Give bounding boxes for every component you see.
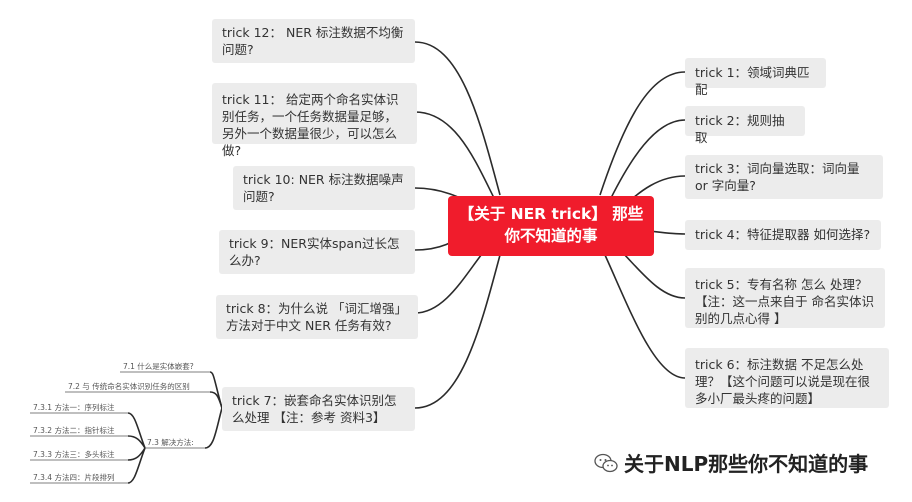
topic-trick-2[interactable]: trick 2：规则抽取 — [685, 106, 805, 145]
branch-line-trick-6 — [604, 254, 686, 379]
branch-line-trick-8 — [414, 249, 486, 314]
subtopic-7-3-2[interactable]: 7.3.2 方法二：指针标注 — [33, 426, 115, 435]
branch-line-trick-2 — [609, 119, 686, 201]
branch-line-trick-12 — [414, 41, 501, 196]
branch-line-trick-11 — [414, 111, 496, 201]
branch-line-7-3-1 — [127, 412, 146, 449]
topic-trick-4[interactable]: trick 4：特征提取器 如何选择? — [685, 220, 881, 250]
subtopic-7-3-3[interactable]: 7.3.3 方法三：多头标注 — [33, 450, 115, 459]
branch-line-trick-7 — [414, 254, 501, 409]
watermark-text: 关于NLP那些你不知道的事 — [624, 452, 869, 476]
topic-trick-3[interactable]: trick 3：词向量选取：词向量 or 字向量? — [685, 155, 883, 199]
subtopic-7-3-1[interactable]: 7.3.1 方法一：序列标注 — [33, 403, 115, 412]
topic-trick-5[interactable]: trick 5：专有名称 怎么 处理？【注：这一点来自于 命名实体识别的几点心得… — [685, 268, 885, 328]
branch-line-7-3 — [204, 407, 223, 449]
wechat-icon — [594, 453, 618, 472]
topic-trick-10[interactable]: trick 10: NER 标注数据噪声问题? — [233, 166, 415, 210]
topic-trick-12[interactable]: trick 12： NER 标注数据不均衡问题? — [212, 19, 415, 63]
branch-line-7-2 — [209, 391, 223, 409]
topic-trick-11[interactable]: trick 11： 给定两个命名实体识别任务，一个任务数据量足够，另外一个数据量… — [212, 83, 417, 158]
branch-line-trick-1 — [599, 71, 686, 196]
topic-trick-8[interactable]: trick 8：为什么说 「词汇增强」 方法对于中文 NER 任务有效? — [216, 295, 418, 339]
subtopic-7-3[interactable]: 7.3 解决方法: — [147, 438, 194, 447]
branch-line-7-3-2 — [127, 435, 146, 449]
central-topic[interactable]: 【关于 NER trick】 那些你不知道的事 — [448, 196, 654, 256]
subtopic-7-2[interactable]: 7.2 与 传统命名实体识别任务的区别 — [68, 382, 190, 391]
topic-trick-6[interactable]: trick 6：标注数据 不足怎么处理？【这个问题可以说是现在很多小厂最头疼的问… — [685, 348, 889, 408]
subtopic-7-1[interactable]: 7.1 什么是实体嵌套? — [123, 362, 194, 371]
topic-trick-9[interactable]: trick 9：NER实体span过长怎么办? — [219, 230, 415, 274]
topic-trick-1[interactable]: trick 1：领域词典匹配 — [685, 58, 826, 97]
branch-line-trick-5 — [619, 249, 686, 299]
topic-trick-7[interactable]: trick 7：嵌套命名实体识别怎么处理 【注：参考 资料3】 — [222, 387, 415, 431]
watermark: 关于NLP那些你不知道的事 — [594, 448, 868, 477]
branch-line-7-3-4 — [127, 447, 146, 484]
subtopic-7-3-4[interactable]: 7.3.4 方法四：片段排列 — [33, 473, 115, 482]
